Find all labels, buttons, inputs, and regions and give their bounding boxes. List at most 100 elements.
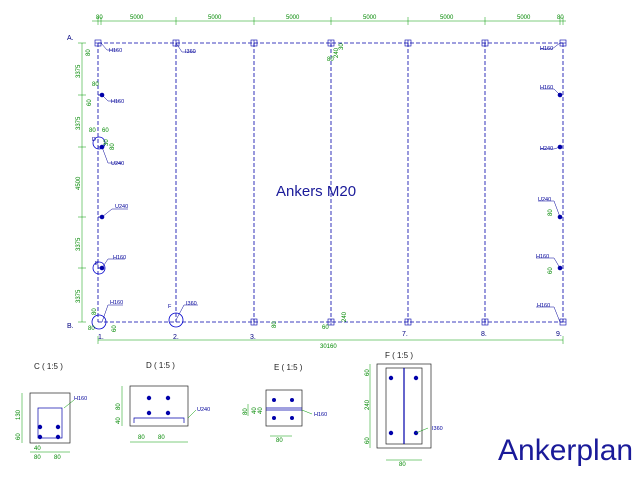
profile-label: H160 — [111, 99, 124, 105]
profile-label: H160 — [109, 48, 122, 54]
anchor-plate — [404, 318, 412, 326]
dimension-label: 3375 — [76, 289, 82, 303]
leader-lines — [100, 42, 561, 323]
detail-d-profile — [133, 417, 185, 423]
small-dimension: 60 — [548, 267, 554, 274]
small-dimension: 80 — [86, 49, 92, 56]
column-label: 7. — [402, 331, 408, 338]
detail-marker-f: F — [168, 304, 172, 310]
dimension-lines — [78, 17, 566, 344]
anchor-plate — [327, 39, 335, 47]
small-dimension: 30 — [104, 139, 110, 146]
detail-marker-d: D — [92, 137, 96, 143]
small-dimension: 80 — [92, 82, 99, 88]
detail-title: D ( 1:5 ) — [146, 361, 175, 370]
column-label: 8. — [481, 331, 487, 338]
dimension-label: 80 — [96, 15, 103, 21]
detail-dimension: 80 — [243, 408, 249, 415]
detail-c-plate — [29, 392, 71, 444]
profile-label: H160 — [540, 46, 553, 52]
detail-f: F ( 1:5 ) 60 240 60 80 I360 — [365, 351, 443, 468]
small-dimension: 80 — [92, 308, 98, 315]
dimension-label: 5000 — [130, 15, 144, 21]
anchor-spec-label: Ankers M20 — [276, 183, 356, 200]
detail-dimension: 80 — [138, 435, 145, 441]
small-dimension: 60 — [102, 128, 109, 134]
profile-label: I360 — [432, 426, 443, 432]
small-dimension: 240 — [334, 47, 340, 58]
anchor-plate — [481, 318, 489, 326]
small-dimension: 80 — [89, 128, 96, 134]
detail-c-profile — [37, 407, 63, 439]
profile-label: U240 — [538, 197, 551, 203]
plan-frame — [97, 42, 564, 323]
dimension-label: 4500 — [76, 176, 82, 190]
detail-dimension: 60 — [365, 437, 371, 444]
profile-label: H240 — [540, 146, 553, 152]
detail-marker-e: E — [95, 261, 99, 267]
detail-c: C ( 1:5 ) 130 60 40 80 80 H160 — [16, 362, 87, 461]
detail-e: E ( 1:5 ) 80 40 40 80 H160 — [243, 363, 327, 444]
dimension-label: 5000 — [440, 15, 454, 21]
detail-title: C ( 1:5 ) — [34, 362, 63, 371]
column-label: 2. — [173, 334, 179, 341]
profile-label: I360 — [185, 49, 196, 55]
dimension-label: 3375 — [76, 116, 82, 130]
row-label-b: B. — [67, 323, 74, 330]
detail-circle-c — [91, 314, 107, 330]
small-dimension: 60 — [112, 325, 118, 332]
detail-dimension: 60 — [365, 369, 371, 376]
profile-label: H160 — [110, 300, 123, 306]
anchor-plate — [481, 39, 489, 47]
dimension-label: 5000 — [286, 15, 300, 21]
small-dimension: 60 — [322, 325, 329, 331]
detail-d-plate — [129, 385, 189, 427]
detail-dimension: 40 — [252, 407, 258, 414]
profile-label: H160 — [540, 85, 553, 91]
detail-circle-e — [92, 261, 106, 275]
detail-dimension: 80 — [116, 403, 122, 410]
detail-d: D ( 1:5 ) 80 40 80 80 U240 — [116, 361, 210, 443]
detail-dimension: 60 — [16, 433, 22, 440]
detail-dimension: 80 — [54, 455, 61, 461]
dimension-label: 3375 — [76, 237, 82, 251]
detail-circle-d — [92, 136, 106, 150]
small-dimension: 80 — [88, 326, 95, 332]
small-dimension: 240 — [342, 311, 348, 322]
dimension-label: 80 — [557, 15, 564, 21]
detail-dimension: 80 — [34, 455, 41, 461]
profile-label: U240 — [115, 204, 128, 210]
total-dimension-label: 30160 — [320, 344, 337, 350]
profile-label: H160 — [74, 396, 87, 402]
detail-dimension: 80 — [276, 438, 283, 444]
drawing-title: Ankerplan — [498, 434, 633, 467]
profile-label: H160 — [113, 255, 126, 261]
detail-circle-f — [168, 312, 184, 328]
small-dimension: 80 — [272, 321, 278, 328]
detail-f-plate — [376, 363, 432, 449]
profile-label: I360 — [186, 301, 197, 307]
detail-dimension: 40 — [258, 407, 264, 414]
anchor-plate — [250, 39, 258, 47]
profile-label: U240 — [197, 407, 210, 413]
column-label: 1. — [98, 334, 104, 341]
detail-title: F ( 1:5 ) — [385, 351, 413, 360]
anchor-plate — [250, 318, 258, 326]
dimension-label: 5000 — [363, 15, 377, 21]
dimension-label: 5000 — [517, 15, 531, 21]
dimension-ticks — [78, 17, 564, 344]
column-label: 3. — [250, 334, 256, 341]
detail-dimension: 40 — [116, 417, 122, 424]
profile-label: H160 — [314, 412, 327, 418]
small-dimension: 30 — [339, 43, 345, 50]
small-dimension: 80 — [548, 209, 554, 216]
detail-dimension: 80 — [158, 435, 165, 441]
detail-dimension: 240 — [365, 399, 371, 410]
small-dimension: 80 — [327, 57, 334, 63]
profile-label: H160 — [537, 303, 550, 309]
dimension-label: 3375 — [76, 64, 82, 78]
dimension-label: 5000 — [208, 15, 222, 21]
detail-title: E ( 1:5 ) — [274, 363, 303, 372]
profile-label: U240 — [111, 161, 124, 167]
